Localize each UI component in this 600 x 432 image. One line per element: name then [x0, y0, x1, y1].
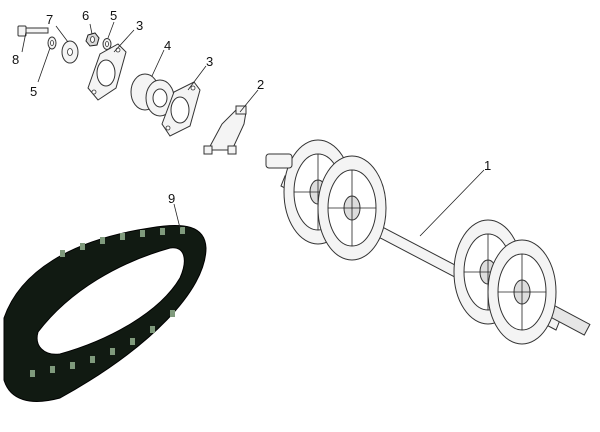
bracket-plate-part: [203, 105, 247, 155]
callout-2: 2: [257, 77, 264, 92]
left-sprocket-inner: [317, 155, 387, 261]
callout-4: 4: [164, 38, 171, 53]
callout-5-left: 5: [30, 84, 37, 99]
leader-lines: [21, 21, 485, 237]
bearing-flange-part-upper: [87, 43, 127, 101]
track-belt-part: [3, 225, 207, 402]
callout-3-upper: 3: [136, 18, 143, 33]
callout-5-right: 5: [110, 8, 117, 23]
callout-6: 6: [82, 8, 89, 23]
callout-1: 1: [484, 158, 491, 173]
flat-washer-part: [61, 40, 79, 64]
callout-7: 7: [46, 12, 53, 27]
callout-3-lower: 3: [206, 54, 213, 69]
callout-8: 8: [12, 52, 19, 67]
right-sprocket-inner: [487, 239, 557, 345]
callout-9: 9: [168, 191, 175, 206]
bolt-part: [17, 25, 49, 37]
bearing-flange-part-lower: [161, 81, 201, 137]
lock-washer-part-left: [47, 36, 57, 50]
track-lugs: [30, 227, 185, 377]
lock-washer-part-right: [102, 38, 112, 50]
drive-shaft-assembly: [265, 139, 591, 345]
nut-part: [85, 32, 100, 47]
